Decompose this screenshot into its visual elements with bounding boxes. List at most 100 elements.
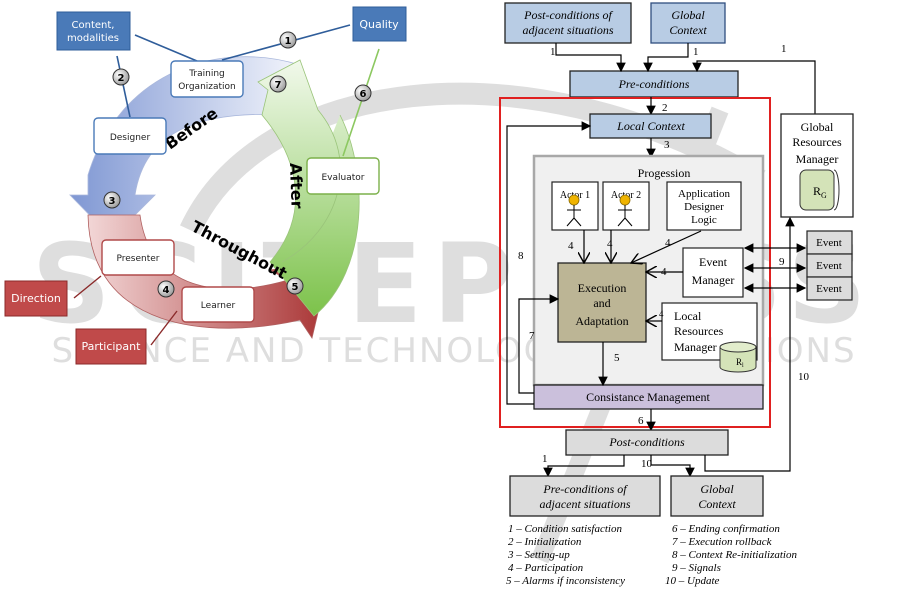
svg-text:Local: Local <box>674 309 702 323</box>
direction-box: Direction <box>4 280 68 317</box>
edge-label-6: 6 <box>638 415 644 427</box>
svg-text:Event: Event <box>816 260 842 272</box>
edge-label-4c: 4 <box>665 237 671 249</box>
edge-label-4b: 4 <box>607 238 613 250</box>
phase-after-label: After <box>286 162 307 208</box>
svg-text:Post-conditions of: Post-conditions of <box>523 8 613 22</box>
learner-box: Learner <box>181 286 255 323</box>
svg-text:Manager: Manager <box>674 340 717 354</box>
pre-conditions-box: Pre-conditions <box>569 70 739 98</box>
global-resources-manager-box: Global Resources Manager RG <box>780 113 854 218</box>
event-manager-box: Event Manager <box>682 247 744 298</box>
step-7-badge: 7 <box>269 75 287 93</box>
edge-label-9: 9 <box>779 256 785 268</box>
svg-text:Resources: Resources <box>792 135 842 149</box>
svg-text:Consistance Management: Consistance Management <box>586 390 710 404</box>
legend-item: 4 – Participation <box>508 562 584 574</box>
svg-text:Context: Context <box>698 497 736 511</box>
global-context-top-box: Global Context <box>650 2 726 44</box>
svg-text:modalities: modalities <box>67 33 119 44</box>
svg-text:Presenter: Presenter <box>116 254 159 264</box>
svg-text:Pre-conditions: Pre-conditions <box>618 77 690 91</box>
svg-text:Evaluator: Evaluator <box>322 173 365 183</box>
local-context-box: Local Context <box>589 113 712 139</box>
content-modalities-box: Content, modalities <box>56 11 131 51</box>
edge-postadj-precond <box>555 43 626 73</box>
event-list: Event Event Event <box>806 230 853 301</box>
edge-post-preadj <box>543 455 625 478</box>
svg-text:Participant: Participant <box>82 340 142 353</box>
edge-label-4e: 4 <box>659 309 664 319</box>
step-3-badge: 3 <box>103 191 121 209</box>
presenter-box: Presenter <box>101 239 175 276</box>
svg-text:Rl: Rl <box>736 357 744 369</box>
svg-text:3: 3 <box>109 196 116 207</box>
situation-frame <box>499 97 771 428</box>
edge-logic-exec <box>631 230 702 263</box>
svg-text:Application: Application <box>678 188 730 200</box>
edge-update-globalres <box>704 216 795 472</box>
edge-label-10a: 10 <box>798 371 810 383</box>
actor-icon <box>566 194 582 227</box>
svg-text:Event: Event <box>816 237 842 249</box>
svg-text:Event: Event <box>816 283 842 295</box>
training-organization-box: Training Organization <box>170 60 244 98</box>
svg-text:Pre-conditions of: Pre-conditions of <box>542 482 628 496</box>
edge-rollback <box>518 294 560 394</box>
legend-item: 1 – Condition satisfaction <box>508 523 622 535</box>
svg-text:Manager: Manager <box>796 152 839 166</box>
edge-post-globalctx <box>650 455 695 478</box>
svg-text:2: 2 <box>118 73 125 84</box>
legend: 1 – Condition satisfaction 2 – Initializ… <box>506 523 797 587</box>
global-context-bottom-box: Global Context <box>670 475 764 517</box>
actor-2-box: Actor 2 <box>602 181 650 231</box>
legend-item: 3 – Setting-up <box>507 549 570 561</box>
svg-text:Global: Global <box>700 482 734 496</box>
svg-text:Adaptation: Adaptation <box>575 314 628 328</box>
svg-text:Learner: Learner <box>201 301 236 311</box>
svg-text:Logic: Logic <box>691 214 717 226</box>
connector-quality-evaluator <box>342 48 380 157</box>
legend-item: 10 – Update <box>665 575 720 587</box>
svg-text:Event: Event <box>699 255 728 269</box>
svg-text:1: 1 <box>285 36 292 47</box>
edge-reinit <box>506 121 592 405</box>
step-6-badge: 6 <box>354 84 372 102</box>
edge-label-10b: 10 <box>641 458 653 470</box>
pre-conditions-adjacent-box: Pre-conditions of adjacent situations <box>509 475 661 517</box>
legend-item: 7 – Execution rollback <box>672 536 773 548</box>
legend-item: 2 – Initialization <box>508 536 582 548</box>
step-4-badge: 4 <box>157 280 175 298</box>
svg-text:Post-conditions: Post-conditions <box>608 435 685 449</box>
step-1-badge: 1 <box>279 31 297 49</box>
local-resources-manager-box: Local Resources Manager Rl <box>661 302 758 373</box>
edge-label-7: 7 <box>529 330 535 342</box>
legend-item: 6 – Ending confirmation <box>672 523 780 535</box>
svg-text:Context: Context <box>669 23 707 37</box>
svg-text:and: and <box>593 296 610 310</box>
edge-label-4a: 4 <box>568 240 574 252</box>
svg-text:Global: Global <box>801 120 834 134</box>
consistance-management-box: Consistance Management <box>533 384 764 410</box>
before-arc <box>69 56 301 239</box>
edge-label-3: 3 <box>664 139 670 151</box>
situation-architecture-diagram: Post-conditions of adjacent situations G… <box>499 2 854 587</box>
svg-text:Content,: Content, <box>72 20 115 31</box>
legend-item: 8 – Context Re-initialization <box>672 549 797 561</box>
edge-label-8: 8 <box>518 250 524 262</box>
svg-text:Training: Training <box>188 69 225 79</box>
svg-text:Global: Global <box>671 8 705 22</box>
execution-adaptation-box: Execution and Adaptation <box>557 262 647 343</box>
svg-text:Direction: Direction <box>11 292 61 305</box>
legend-item: 5 – Alarms if inconsistency <box>506 575 625 587</box>
designer-box: Designer <box>93 117 167 155</box>
svg-text:Quality: Quality <box>359 18 399 31</box>
participant-box: Participant <box>75 328 147 365</box>
svg-text:7: 7 <box>275 80 282 91</box>
local-resource-database-icon: Rl <box>719 341 757 373</box>
connector-participant-learner <box>150 310 178 346</box>
svg-text:4: 4 <box>163 285 170 296</box>
edge-label-2: 2 <box>662 102 668 114</box>
edge-label-1b: 1 <box>693 46 699 58</box>
progression-label: Progession <box>638 166 691 180</box>
